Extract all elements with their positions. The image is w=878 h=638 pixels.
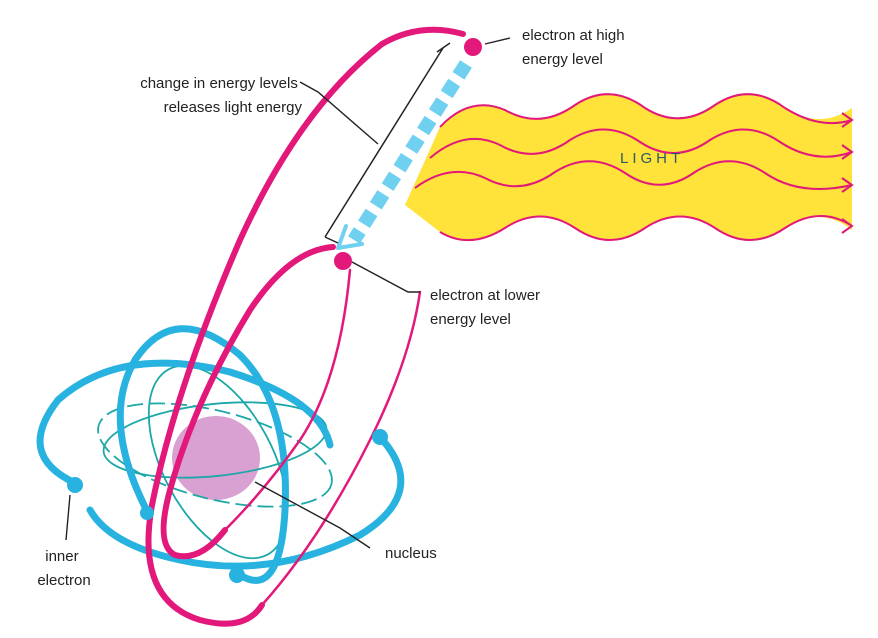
nucleus	[172, 416, 260, 500]
label-high-electron-line: energy level	[522, 51, 603, 68]
leader-lines	[65, 37, 511, 549]
inner-electron-left	[140, 506, 154, 520]
label-transition-line: change in energy levels	[140, 75, 298, 92]
inner-orbit-thin	[97, 402, 333, 508]
high-energy-electron	[464, 38, 482, 56]
inner-electron-right	[372, 429, 388, 445]
label-low-electron: electron at lower energy level	[430, 287, 544, 328]
dashed-arrow-icon	[336, 60, 472, 250]
label-transition-line: releases light energy	[164, 99, 303, 116]
transition-arrowhead	[336, 224, 364, 250]
label-high-electron-line: electron at high	[522, 27, 625, 44]
inner-electron-bottom	[229, 567, 245, 583]
label-nucleus: nucleus	[385, 545, 437, 562]
light-wave-line	[414, 160, 853, 190]
light-arrowheads	[841, 112, 854, 234]
leader-nucleus	[254, 481, 371, 549]
light-wave-line	[439, 93, 853, 128]
leader-inner-electron	[65, 494, 71, 541]
inner-orbit-top	[36, 359, 334, 487]
transition-arrow-shaft	[348, 60, 472, 244]
inner-electron	[67, 477, 83, 493]
inner-orbit-tilted	[116, 325, 289, 584]
label-high-electron: electron at high energy level	[522, 27, 629, 68]
light-band: LIGHT	[405, 93, 854, 242]
light-wave-line	[429, 128, 853, 159]
low-energy-electron	[334, 252, 352, 270]
label-transition: change in energy levels releases light e…	[140, 75, 302, 116]
light-wave-line	[439, 215, 853, 242]
leader-transition	[299, 81, 379, 145]
light-band-fill	[405, 94, 852, 241]
label-inner-electron: inner electron	[37, 548, 90, 589]
energy-change-bracket	[324, 42, 451, 244]
light-wave-icon	[414, 93, 854, 242]
light-label: LIGHT	[620, 150, 684, 167]
label-low-electron-line: energy level	[430, 311, 511, 328]
leader-low-electron	[351, 261, 420, 293]
outer-orbits	[145, 26, 466, 627]
label-inner-electron-line: inner	[45, 548, 78, 565]
high-energy-orbit	[145, 26, 466, 627]
label-inner-electron-line: electron	[37, 572, 90, 589]
leader-high-electron	[484, 37, 511, 45]
low-energy-orbit	[160, 244, 336, 560]
low-energy-orbit-thin	[223, 268, 352, 532]
label-low-electron-line: electron at lower	[430, 287, 540, 304]
inner-orbits	[36, 325, 405, 584]
high-energy-orbit-thin	[260, 290, 422, 607]
